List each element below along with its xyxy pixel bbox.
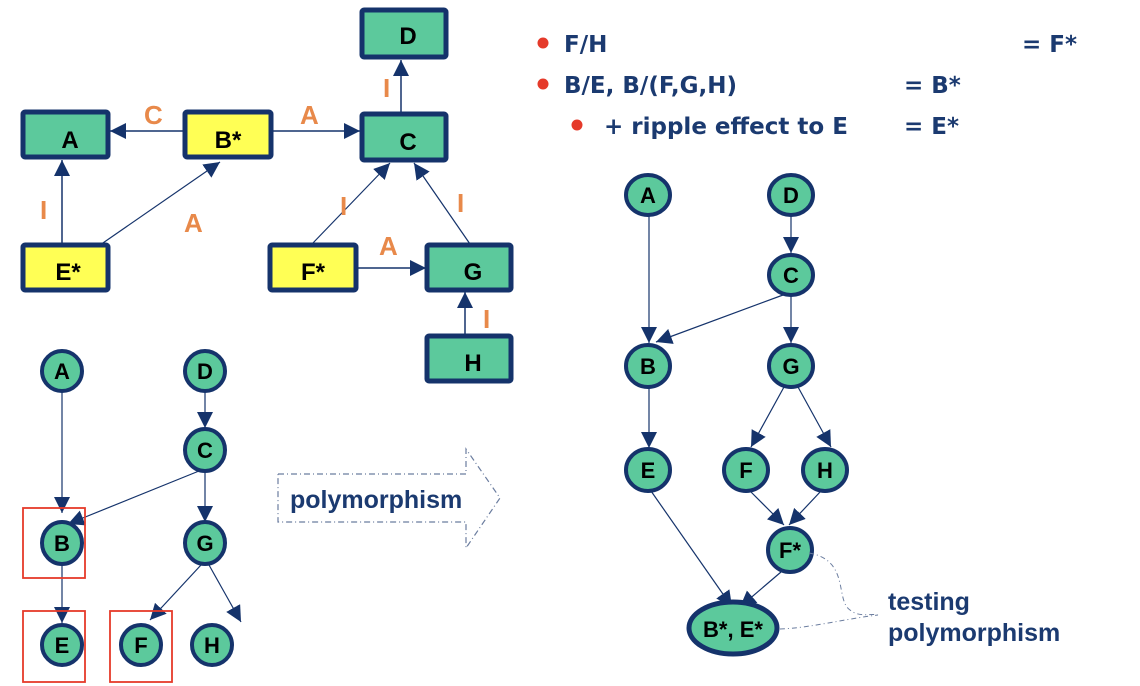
- graph-node-a: A: [624, 173, 672, 217]
- svg-text:F*: F*: [779, 538, 801, 563]
- graph-edge: [208, 564, 242, 623]
- bullet-item: B/E, B/(F,G,H) = B*: [537, 73, 961, 99]
- svg-text:C: C: [197, 438, 213, 463]
- class-box-g: G: [424, 242, 514, 293]
- bullet-result: = F*: [1022, 32, 1077, 58]
- graph-edge: [67, 470, 200, 526]
- svg-text:E: E: [641, 458, 656, 483]
- highlight-box-f: [109, 610, 173, 683]
- class-box-c: C: [359, 111, 449, 163]
- svg-text:H: H: [817, 458, 833, 483]
- svg-text:B: B: [54, 531, 70, 556]
- svg-text:D: D: [197, 359, 213, 384]
- edge-f-c: [311, 162, 391, 245]
- edge-e-b: [99, 161, 221, 246]
- svg-text:B*: B*: [215, 127, 242, 154]
- class-box-d: D: [359, 7, 449, 60]
- graph-node-d: D: [183, 349, 227, 393]
- graph-node-b-e-star: B*, E*: [686, 599, 780, 657]
- class-box-b-star: B*: [182, 109, 274, 160]
- graph-node-e: E: [624, 447, 672, 493]
- graph-node-d: D: [767, 173, 815, 217]
- svg-text:B: B: [640, 354, 656, 379]
- graph-node-c: C: [183, 427, 227, 473]
- graph-edge: [788, 490, 822, 526]
- graph-node-f-star: F*: [766, 526, 814, 574]
- graph-edge: [650, 490, 733, 608]
- svg-text:F*: F*: [301, 259, 326, 286]
- svg-text:D: D: [783, 183, 799, 208]
- edge-label-b-a: C: [144, 100, 163, 130]
- class-box-h: H: [424, 333, 514, 384]
- svg-text:H: H: [464, 350, 481, 377]
- graph-node-b: B: [40, 520, 84, 566]
- annotation-connector: [779, 614, 879, 630]
- graph-node-h: H: [190, 623, 234, 667]
- edge-label-b-c: A: [300, 100, 319, 130]
- bullet-dot: [571, 119, 583, 131]
- svg-text:F: F: [739, 458, 752, 483]
- annotation-line-1: testing: [888, 588, 970, 616]
- svg-text:D: D: [399, 23, 416, 50]
- highlight-box-b: [22, 507, 86, 579]
- bullet-list: F/H = F* B/E, B/(F,G,H) = B* + ripple ef…: [537, 32, 1077, 140]
- edge-label-f-c: I: [340, 191, 347, 221]
- graph-node-g: G: [767, 343, 815, 389]
- edge-label-e-a: I: [40, 195, 47, 225]
- svg-text:F: F: [134, 633, 147, 658]
- bullet-text: F/H: [564, 32, 607, 58]
- svg-text:E*: E*: [55, 259, 81, 286]
- highlight-box-e: [22, 610, 86, 683]
- bullet-text: B/E, B/(F,G,H): [564, 73, 737, 99]
- edge-label-c-d: I: [383, 73, 390, 103]
- svg-text:A: A: [54, 359, 70, 384]
- class-box-a: A: [20, 109, 111, 160]
- polymorphism-arrow: polymorphism: [277, 447, 501, 550]
- svg-text:C: C: [783, 263, 799, 288]
- bullet-dot: [537, 78, 549, 90]
- class-diagram: I C A I A I I A I D A B* C E*: [20, 7, 514, 384]
- edge-label-g-c: I: [457, 188, 464, 218]
- graph-node-f: F: [722, 447, 770, 493]
- edge-g-c: [413, 162, 471, 245]
- graph-node-f: F: [119, 623, 163, 667]
- bullet-item: + ripple effect to E = E*: [571, 114, 959, 140]
- bullet-item: F/H = F*: [537, 32, 1077, 58]
- graph-edge: [750, 386, 785, 448]
- svg-text:G: G: [464, 259, 483, 286]
- right-graph: A D C B G E F H F* B*, E* testing polymo…: [624, 173, 1060, 657]
- class-box-f-star: F*: [267, 242, 359, 293]
- svg-text:H: H: [204, 633, 220, 658]
- bullet-result: = B*: [904, 73, 961, 99]
- graph-node-e: E: [40, 623, 84, 667]
- graph-node-b: B: [624, 343, 672, 389]
- graph-edge: [749, 490, 785, 526]
- graph-edge: [797, 386, 832, 448]
- graph-node-h: H: [801, 447, 849, 493]
- graph-edge: [655, 294, 784, 344]
- bullet-text: + ripple effect to E: [604, 114, 848, 140]
- bullet-dot: [537, 37, 549, 49]
- svg-text:A: A: [61, 127, 78, 154]
- annotation-line-2: polymorphism: [888, 619, 1060, 647]
- svg-text:C: C: [399, 129, 416, 156]
- svg-text:G: G: [196, 531, 213, 556]
- edge-label-f-g: A: [379, 231, 398, 261]
- polymorphism-label: polymorphism: [290, 486, 462, 514]
- svg-text:A: A: [640, 183, 656, 208]
- graph-node-g: G: [183, 520, 227, 566]
- graph-node-c: C: [767, 253, 815, 297]
- svg-text:B*, E*: B*, E*: [703, 617, 763, 642]
- bullet-result: = E*: [904, 114, 959, 140]
- annotation-connector: [808, 552, 879, 616]
- edge-label-h-g: I: [483, 304, 490, 334]
- left-graph: A D C B G E F H: [22, 349, 242, 683]
- edge-label-e-b: A: [184, 208, 203, 238]
- svg-text:E: E: [55, 633, 70, 658]
- svg-text:G: G: [782, 354, 799, 379]
- graph-node-a: A: [40, 349, 84, 393]
- class-box-e-star: E*: [20, 242, 111, 293]
